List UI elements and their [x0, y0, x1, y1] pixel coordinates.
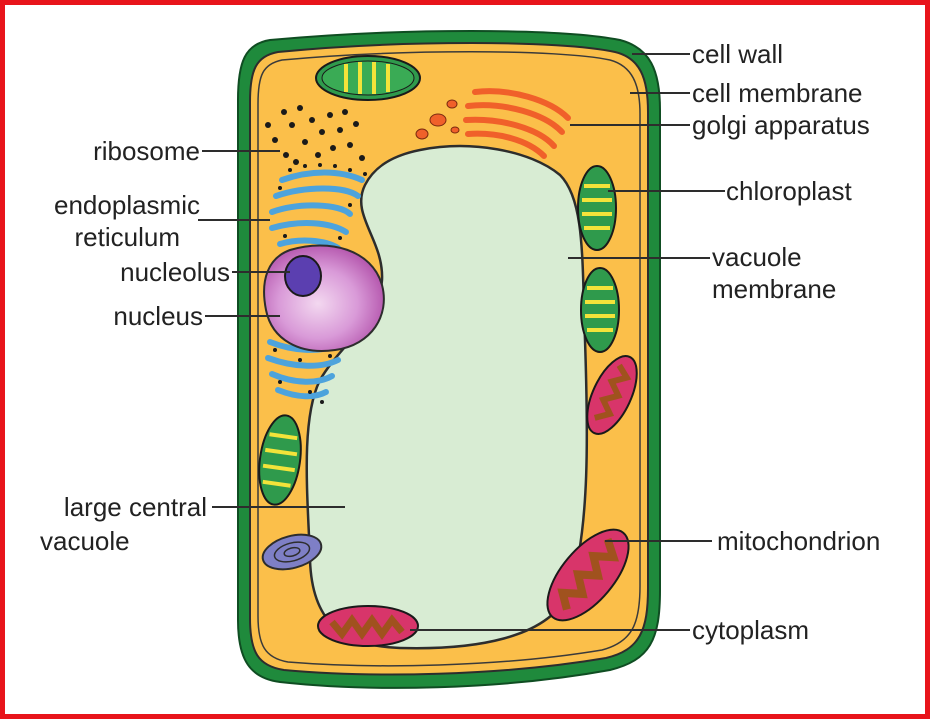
label-cell-wall: cell wall: [692, 39, 783, 69]
nucleus: [264, 245, 384, 350]
label-cell-membrane: cell membrane: [692, 78, 863, 108]
label-vacuole-membrane-line1: vacuole: [712, 242, 802, 272]
label-endoplasmic-line1: endoplasmic: [54, 190, 200, 220]
label-golgi-apparatus: golgi apparatus: [692, 110, 870, 140]
label-chloroplast: chloroplast: [726, 176, 853, 206]
label-large-central-vacuole-line1: large central: [64, 492, 207, 522]
label-vacuole-membrane-line2: membrane: [712, 274, 836, 304]
label-mitochondrion: mitochondrion: [717, 526, 880, 556]
label-cytoplasm: cytoplasm: [692, 615, 809, 645]
label-large-central-vacuole-line2: vacuole: [40, 526, 130, 556]
chloroplast-right-1: [578, 166, 616, 250]
chloroplast-top: [316, 56, 420, 100]
chloroplast-right-2: [581, 268, 619, 352]
label-ribosome: ribosome: [93, 136, 200, 166]
mitochondrion-bottom: [318, 606, 418, 646]
label-endoplasmic-line2: reticulum: [75, 222, 180, 252]
label-nucleolus: nucleolus: [120, 257, 230, 287]
nucleolus: [285, 256, 321, 296]
label-nucleus: nucleus: [113, 301, 203, 331]
